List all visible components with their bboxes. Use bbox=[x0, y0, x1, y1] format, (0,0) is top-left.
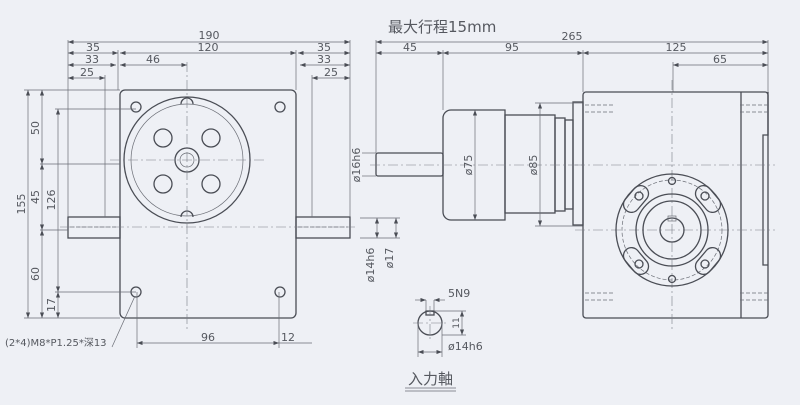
dim-35-left: 35 bbox=[86, 41, 100, 54]
input-shaft bbox=[375, 152, 444, 177]
thread-note: (2*4)M8*P1.25*深13 bbox=[5, 337, 107, 349]
dim-output-shaft-dia: ø14h6 bbox=[364, 248, 377, 283]
shaft-dia-label: ø14h6 bbox=[448, 340, 483, 353]
side-view: 最大行程15mm 265 45 95 125 65 bbox=[350, 18, 775, 330]
output-disc bbox=[615, 173, 729, 287]
dim-125: 125 bbox=[666, 41, 687, 54]
dim-17: 17 bbox=[45, 298, 58, 312]
dim-65: 65 bbox=[713, 53, 727, 66]
right-shaft bbox=[295, 216, 351, 239]
mounting-holes bbox=[130, 101, 286, 298]
input-shaft-section: 5N9 11 ø14h6 入力軸 bbox=[405, 287, 483, 392]
dim-50: 50 bbox=[29, 121, 42, 135]
dim-boss-dia: ø17 bbox=[383, 248, 396, 269]
dim-155: 155 bbox=[15, 194, 28, 215]
dim-33-right: 33 bbox=[317, 53, 331, 66]
housing-plate bbox=[119, 89, 297, 319]
dim-96: 96 bbox=[201, 331, 215, 344]
left-shaft bbox=[67, 216, 121, 239]
dim-input-shaft-dia: ø16h6 bbox=[350, 148, 363, 183]
section-title: 入力軸 bbox=[408, 370, 453, 388]
dim-60: 60 bbox=[29, 267, 42, 281]
slots bbox=[622, 176, 722, 284]
dim-35-right: 35 bbox=[317, 41, 331, 54]
dim-95: 95 bbox=[505, 41, 519, 54]
dim-33-left: 33 bbox=[85, 53, 99, 66]
dim-190: 190 bbox=[199, 29, 220, 42]
output-bore bbox=[659, 217, 685, 243]
dim-46: 46 bbox=[146, 53, 160, 66]
dim-126: 126 bbox=[45, 190, 58, 211]
keyway-depth: 11 bbox=[452, 317, 462, 328]
indexer-body bbox=[582, 91, 769, 319]
max-stroke-note: 最大行程15mm bbox=[388, 18, 496, 36]
dim-45-shaft: 45 bbox=[403, 41, 417, 54]
motor-body bbox=[442, 109, 506, 221]
dim-45: 45 bbox=[29, 190, 42, 204]
dim-25-left: 25 bbox=[80, 66, 94, 79]
dim-25-right: 25 bbox=[324, 66, 338, 79]
front-view: 190 35 120 33 46 25 35 33 25 96 12 155 5… bbox=[5, 29, 355, 349]
dim-motor-dia: ø75 bbox=[462, 155, 475, 176]
dim-12: 12 bbox=[281, 331, 295, 344]
dim-265: 265 bbox=[562, 30, 583, 43]
keyway-label: 5N9 bbox=[448, 287, 470, 300]
dim-flange-dia: ø85 bbox=[527, 155, 540, 176]
dim-120: 120 bbox=[198, 41, 219, 54]
